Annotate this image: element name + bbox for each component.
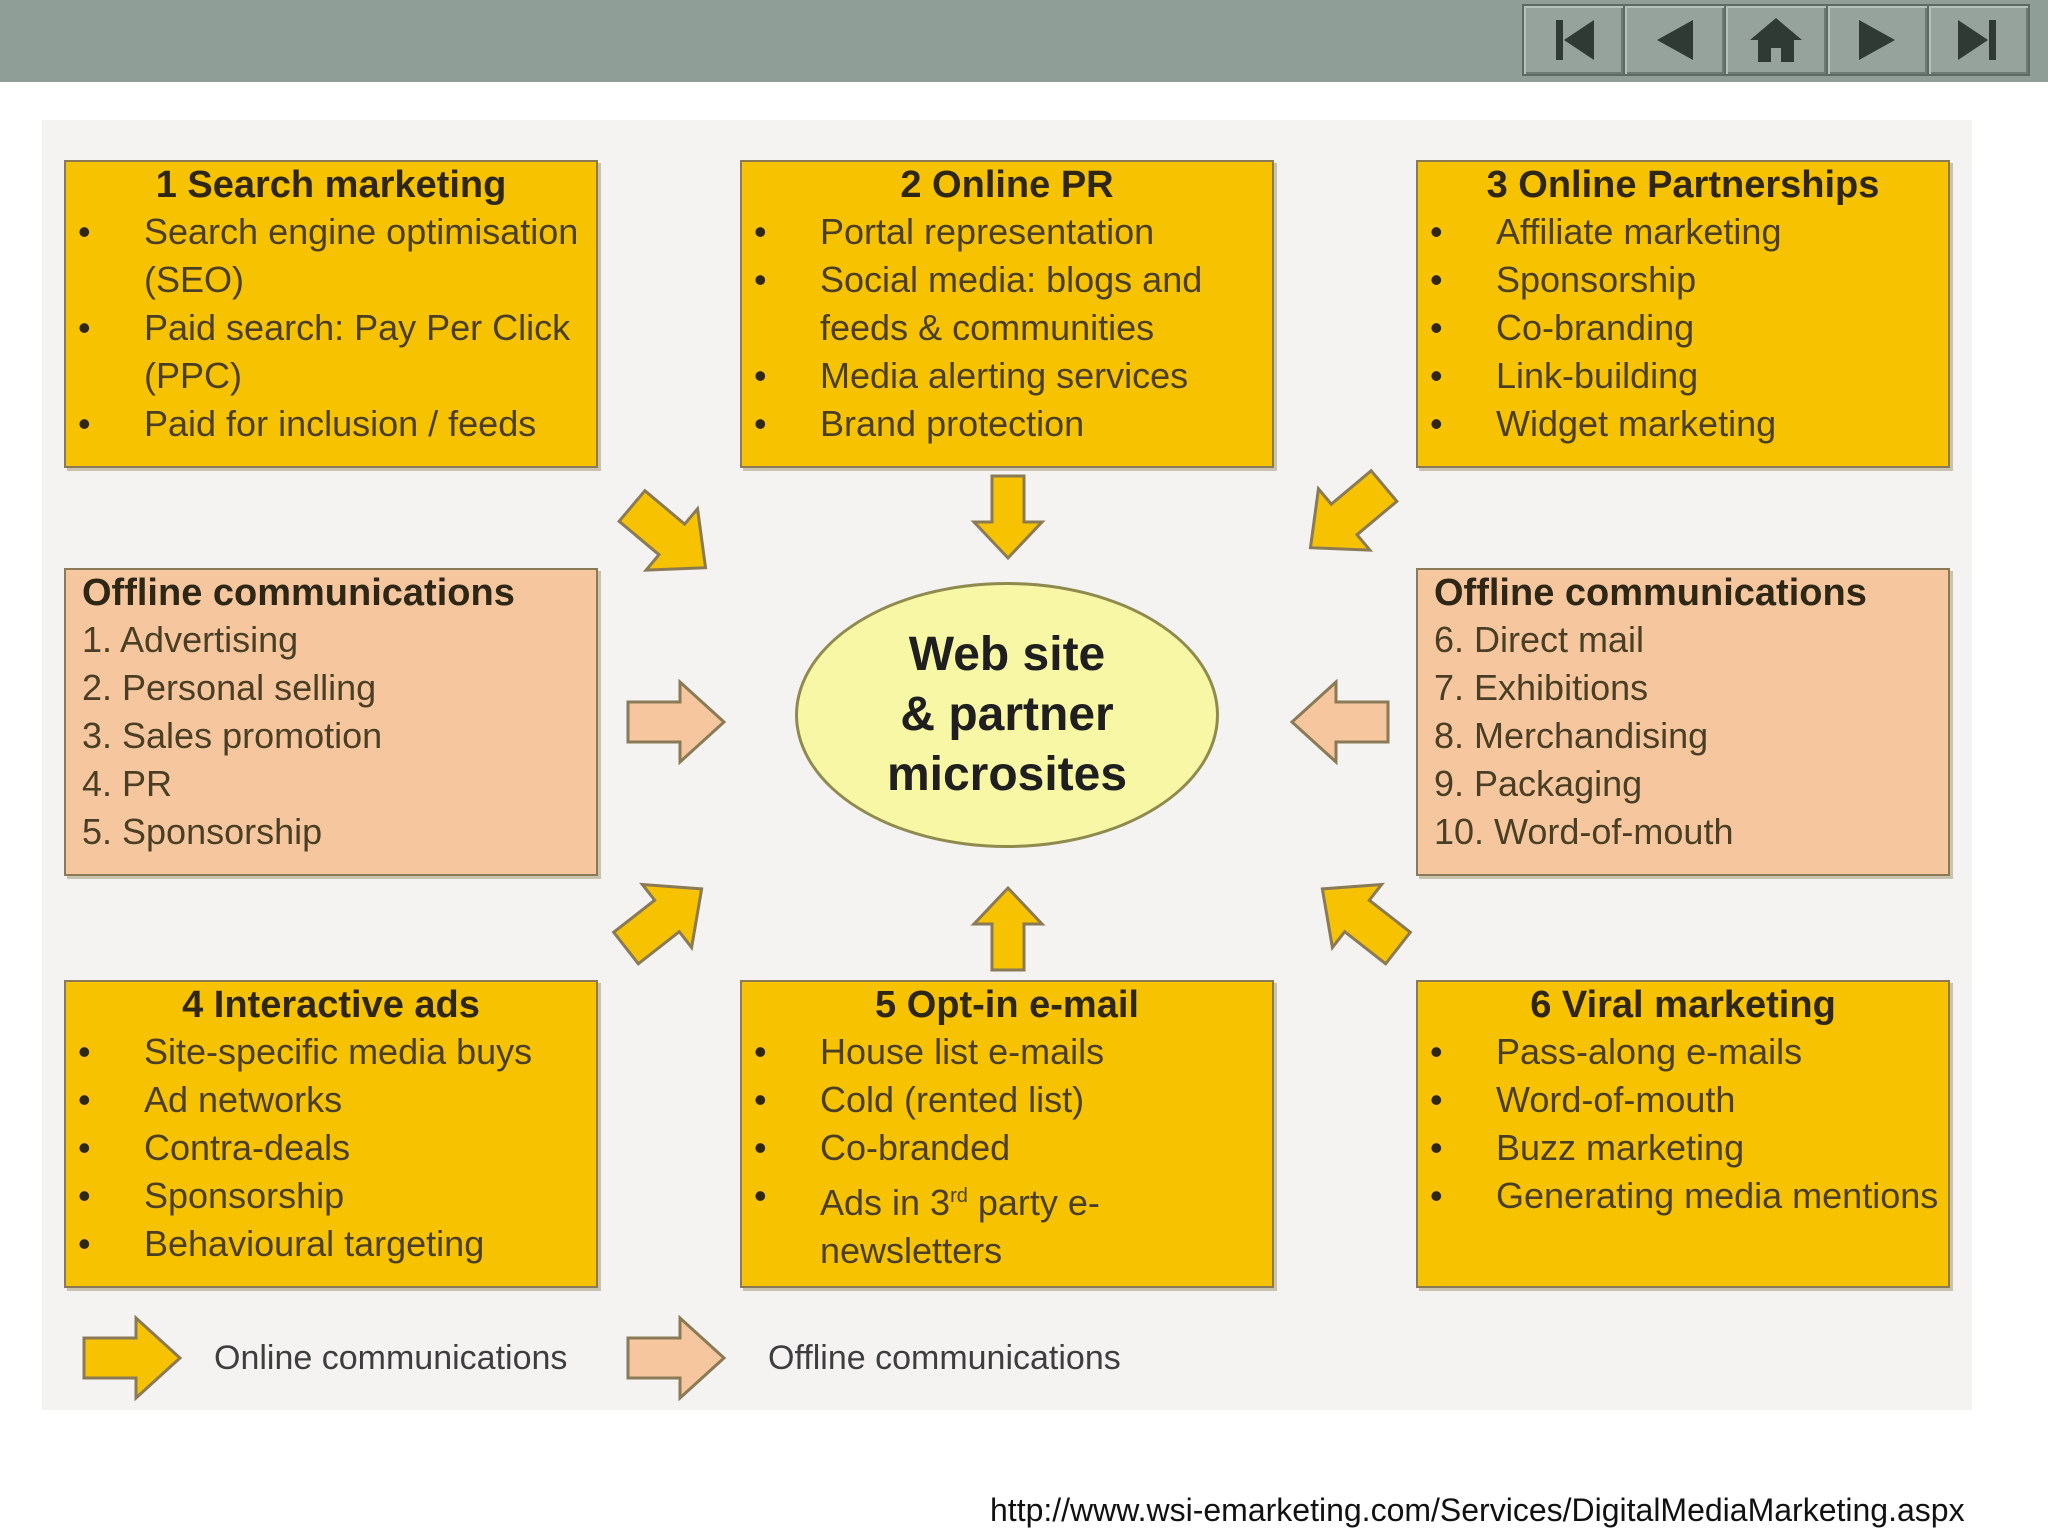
source-url[interactable]: http://www.wsi-emarketing.com/Services/D… bbox=[990, 1492, 1965, 1528]
list-item: 2. Personal selling bbox=[82, 667, 377, 708]
previous-slide-button[interactable] bbox=[1625, 6, 1727, 74]
superscript: rd bbox=[950, 1185, 968, 1207]
home-icon bbox=[1750, 18, 1802, 62]
box-online-pr: 2 Online PR Portal representation Social… bbox=[740, 160, 1274, 468]
list-item: Link-building bbox=[1418, 352, 1948, 400]
list-item: 5. Sponsorship bbox=[82, 811, 323, 852]
box-offline-communications-left: Offline communications 1. Advertising 2.… bbox=[64, 568, 598, 876]
list-item: Portal representation bbox=[742, 208, 1272, 256]
box-title: 4 Interactive ads bbox=[182, 984, 480, 1026]
list-item: 7. Exhibitions bbox=[1434, 667, 1649, 708]
list-item: Paid for inclusion / feeds bbox=[66, 400, 596, 448]
legend-offline-label: Offline communications bbox=[768, 1339, 1121, 1377]
list-item: Affiliate marketing bbox=[1418, 208, 1948, 256]
list-item: Sponsorship bbox=[1418, 256, 1948, 304]
list-item: Behavioural targeting bbox=[66, 1220, 596, 1268]
list-item: 10. Word-of-mouth bbox=[1434, 811, 1734, 852]
next-slide-button[interactable] bbox=[1827, 6, 1929, 74]
list-item-text: party e-newsletters bbox=[820, 1182, 1100, 1271]
box-list: Portal representation Social media: blog… bbox=[742, 208, 1272, 448]
list-item: Sponsorship bbox=[66, 1172, 596, 1220]
first-slide-button[interactable] bbox=[1524, 6, 1626, 74]
list-item: Ads in 3rd party e-newsletters bbox=[742, 1172, 1272, 1275]
list-item: Pass-along e-mails bbox=[1418, 1028, 1948, 1076]
box-list: Pass-along e-mails Word-of-mouth Buzz ma… bbox=[1418, 1028, 1948, 1220]
hub-line: & partner bbox=[900, 688, 1114, 741]
box-interactive-ads: 4 Interactive ads Site-specific media bu… bbox=[64, 980, 598, 1288]
list-item-text: Ads in 3 bbox=[820, 1182, 951, 1223]
list-item: Word-of-mouth bbox=[1418, 1076, 1948, 1124]
list-item: 6. Direct mail bbox=[1434, 619, 1645, 660]
list-item: Search engine optimisation (SEO) bbox=[66, 208, 596, 304]
list-item: Co-branding bbox=[1418, 304, 1948, 352]
list-item: Generating media mentions bbox=[1418, 1172, 1948, 1220]
previous-icon bbox=[1656, 20, 1693, 60]
list-item: Co-branded bbox=[742, 1124, 1272, 1172]
box-list: Affiliate marketing Sponsorship Co-brand… bbox=[1418, 208, 1948, 448]
top-bar bbox=[0, 0, 2048, 82]
box-viral-marketing: 6 Viral marketing Pass-along e-mails Wor… bbox=[1416, 980, 1950, 1288]
next-icon bbox=[1859, 20, 1896, 60]
list-item: Buzz marketing bbox=[1418, 1124, 1948, 1172]
box-title: 1 Search marketing bbox=[155, 164, 507, 206]
box-list: House list e-mails Cold (rented list) Co… bbox=[742, 1028, 1272, 1275]
home-button[interactable] bbox=[1726, 6, 1828, 74]
list-item: 3. Sales promotion bbox=[82, 715, 383, 756]
list-item: Widget marketing bbox=[1418, 400, 1948, 448]
hub-line: Web site bbox=[908, 628, 1106, 681]
box-opt-in-email: 5 Opt-in e-mail House list e-mails Cold … bbox=[740, 980, 1274, 1288]
box-list: 1. Advertising 2. Personal selling 3. Sa… bbox=[70, 616, 596, 856]
list-item: Brand protection bbox=[742, 400, 1272, 448]
last-slide-button[interactable] bbox=[1928, 6, 2029, 74]
first-icon bbox=[1555, 20, 1594, 60]
box-list: Site-specific media buys Ad networks Con… bbox=[66, 1028, 596, 1268]
hub-line: microsites bbox=[886, 748, 1128, 801]
list-item: Media alerting services bbox=[742, 352, 1272, 400]
list-item: Site-specific media buys bbox=[66, 1028, 596, 1076]
list-item: 9. Packaging bbox=[1434, 763, 1643, 804]
box-title: 3 Online Partnerships bbox=[1486, 164, 1880, 206]
list-item: Cold (rented list) bbox=[742, 1076, 1272, 1124]
legend-online-label: Online communications bbox=[214, 1339, 568, 1377]
box-offline-communications-right: Offline communications 6. Direct mail 7.… bbox=[1416, 568, 1950, 876]
box-title: Offline communications bbox=[82, 572, 515, 614]
box-list: 6. Direct mail 7. Exhibitions 8. Merchan… bbox=[1422, 616, 1948, 856]
list-item: Social media: blogs and feeds & communit… bbox=[742, 256, 1272, 352]
list-item: House list e-mails bbox=[742, 1028, 1272, 1076]
list-item: 1. Advertising bbox=[82, 619, 299, 660]
box-list: Search engine optimisation (SEO) Paid se… bbox=[66, 208, 596, 448]
list-item: Ad networks bbox=[66, 1076, 596, 1124]
slide-navigation bbox=[1522, 4, 2030, 76]
list-item: 4. PR bbox=[82, 763, 173, 804]
list-item: 8. Merchandising bbox=[1434, 715, 1709, 756]
box-title: 2 Online PR bbox=[900, 164, 1114, 206]
box-search-marketing: 1 Search marketing Search engine optimis… bbox=[64, 160, 598, 468]
box-online-partnerships: 3 Online Partnerships Affiliate marketin… bbox=[1416, 160, 1950, 468]
box-title: 5 Opt-in e-mail bbox=[875, 984, 1139, 1026]
list-item: Paid search: Pay Per Click (PPC) bbox=[66, 304, 596, 400]
list-item: Contra-deals bbox=[66, 1124, 596, 1172]
hub-web-site: Web site & partner microsites bbox=[795, 582, 1219, 848]
last-icon bbox=[1958, 20, 1997, 60]
box-title: 6 Viral marketing bbox=[1530, 984, 1836, 1026]
box-title: Offline communications bbox=[1434, 572, 1867, 614]
